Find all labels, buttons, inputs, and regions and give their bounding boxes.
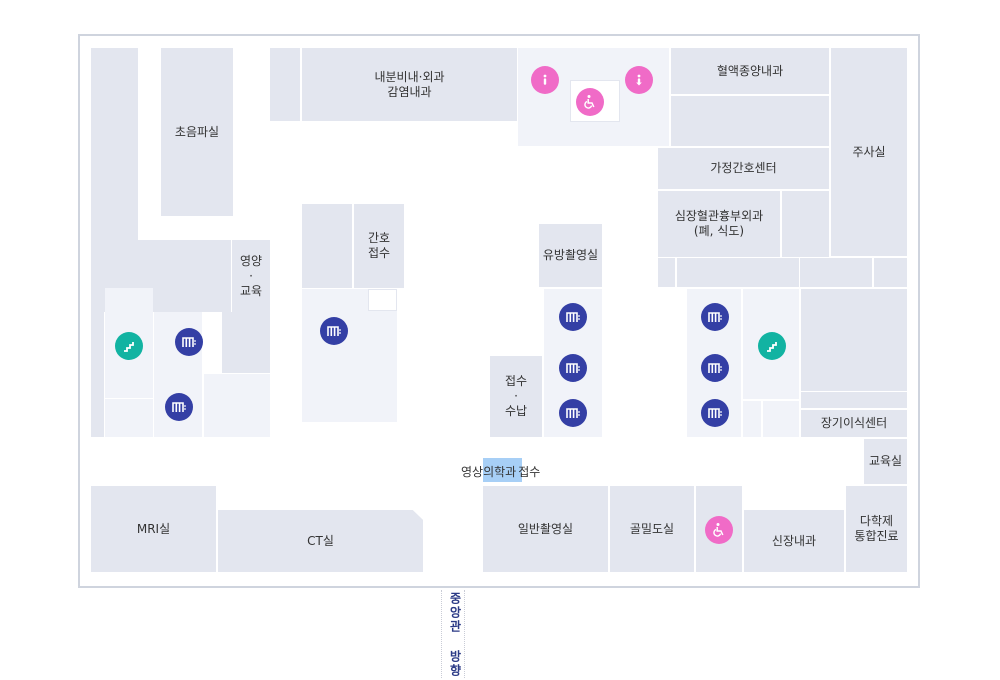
room-mammography[interactable]: 유방촬영실 <box>539 224 602 287</box>
room-right-small-b <box>763 401 799 437</box>
room-right-top <box>671 96 829 146</box>
wheelchair-icon-bottom[interactable] <box>705 516 733 544</box>
elevator-icon-left-1[interactable] <box>175 328 203 356</box>
room-injection[interactable]: 주사실 <box>831 48 907 256</box>
room-education[interactable]: 교육실 <box>864 439 907 484</box>
room-nephrology[interactable]: 신장내과 <box>744 510 844 572</box>
room-reception-payment[interactable]: 접수 · 수납 <box>490 356 542 437</box>
radiology-highlight-text: 의학과 <box>483 465 517 479</box>
wheelchair-icon[interactable] <box>576 88 604 116</box>
elevator-icon-center[interactable] <box>320 317 348 345</box>
stairs-icon-left[interactable] <box>115 332 143 360</box>
room-right-mid <box>782 191 829 257</box>
elevator-icon-mid-2[interactable] <box>559 354 587 382</box>
room-endocrine-surgery[interactable]: 내분비내·외과 감염내과 <box>302 48 517 121</box>
room-home-nursing[interactable]: 가정간호센터 <box>658 148 829 189</box>
room-right-strip <box>658 258 675 287</box>
room-ct[interactable]: CT실 <box>218 510 423 572</box>
room-nursing-reception[interactable]: 간호 접수 <box>354 204 404 288</box>
elevator-icon-mid-3[interactable] <box>559 399 587 427</box>
room-cardiothoracic[interactable]: 심장혈관흉부외과 (폐, 식도) <box>658 191 780 257</box>
radiology-suffix: 접수 <box>518 465 541 479</box>
elevator-icon-right-2[interactable] <box>701 354 729 382</box>
room-left-light <box>204 374 270 437</box>
elevator-icon-right-3[interactable] <box>701 399 729 427</box>
room-right-mid-b <box>801 289 907 391</box>
room-hematology-oncology[interactable]: 혈액종양내과 <box>671 48 829 94</box>
room-top-narrow <box>270 48 300 121</box>
room-right-corridor <box>677 258 799 287</box>
room-left-box <box>222 312 270 373</box>
room-general-xray[interactable]: 일반촬영실 <box>483 486 608 572</box>
room-right-small-a <box>743 401 761 437</box>
info-icon[interactable] <box>531 66 559 94</box>
room-right-block <box>800 258 872 287</box>
room-left-strip <box>91 288 104 437</box>
central-building-direction[interactable]: 중앙관 방향 <box>441 590 465 678</box>
room-nutrition-education[interactable]: 영양 · 교육 <box>232 240 270 312</box>
stairs-icon-right[interactable] <box>758 332 786 360</box>
room-organ-transplant[interactable]: 장기이식센터 <box>801 410 907 437</box>
room-left-small <box>105 399 153 437</box>
radiology-prefix: 영상 <box>461 465 484 479</box>
info-down-icon[interactable] <box>625 66 653 94</box>
room-right-mid-c <box>801 392 907 408</box>
elevator-area-center <box>302 289 397 422</box>
room-mri[interactable]: MRI실 <box>91 486 216 572</box>
elevator-icon-mid-1[interactable] <box>559 303 587 331</box>
elevator-icon-left-2[interactable] <box>165 393 193 421</box>
room-bone-density[interactable]: 골밀도실 <box>610 486 694 572</box>
room-center-left <box>302 204 352 288</box>
radiology-highlight <box>483 458 522 482</box>
room-center-small <box>368 289 397 311</box>
elevator-icon-right-1[interactable] <box>701 303 729 331</box>
room-right-corner <box>874 258 907 287</box>
room-ultrasound[interactable]: 초음파실 <box>161 48 233 216</box>
room-multidisciplinary[interactable]: 다학제 통합진료 <box>846 486 907 572</box>
